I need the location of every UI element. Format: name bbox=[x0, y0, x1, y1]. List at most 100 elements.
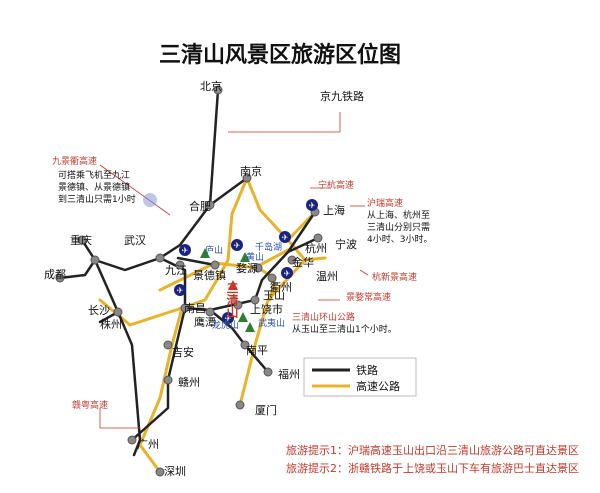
legend: 铁路 高速公路 bbox=[303, 357, 417, 397]
city-label-jingdezhen: 景德镇 bbox=[193, 268, 226, 282]
node-chengdu bbox=[55, 273, 65, 283]
node-nanjing bbox=[242, 173, 252, 183]
annotation-lines bbox=[99, 112, 369, 429]
city-label-quzhou: 衢州 bbox=[270, 281, 292, 294]
huangshan-mountain-icon bbox=[240, 252, 250, 262]
node-fuzhou bbox=[263, 367, 273, 377]
city-label-xiamen: 厦门 bbox=[255, 403, 277, 417]
city-label-chongqing: 重庆 bbox=[70, 233, 92, 247]
note-jiujing-line2: 景德镇、从景德镇 bbox=[58, 181, 130, 193]
note-hurui-line3: 4小时、3小时。 bbox=[367, 233, 432, 245]
node-chongqing bbox=[77, 235, 87, 245]
page-title: 三清山风景区旅游区位图 bbox=[159, 42, 401, 68]
wuyishan-mountain-icon bbox=[245, 322, 255, 332]
svg-text:✈: ✈ bbox=[177, 286, 184, 295]
node-yushan bbox=[250, 295, 260, 305]
city-label-zhuzhou: 株州 bbox=[100, 317, 122, 331]
svg-text:✈: ✈ bbox=[284, 269, 291, 278]
city-label-yushan: 玉山 bbox=[263, 289, 285, 302]
travel-tip-2: 旅游提示2：浙赣铁路于上饶或玉山下车有旅游巴士直达景区 bbox=[286, 461, 579, 475]
city-label-jiujiang: 九江 bbox=[165, 264, 187, 277]
node-quzhou bbox=[267, 273, 277, 283]
city-label-guangzhou: 广州 bbox=[137, 438, 159, 451]
scenic-label-wuyishan: 武夷山 bbox=[258, 317, 285, 329]
city-label-fuzhou: 福州 bbox=[278, 367, 300, 381]
node-hangzhou bbox=[313, 233, 323, 243]
node-ganzhou bbox=[163, 375, 173, 385]
svg-text:✈: ✈ bbox=[182, 246, 189, 255]
haze-mark bbox=[143, 193, 157, 207]
route-label-jiujing: 九景衢高速 bbox=[52, 155, 97, 167]
legend-rail-label: 铁路 bbox=[356, 364, 378, 377]
city-label-shanghai: 上海 bbox=[323, 203, 345, 217]
city-label-ningbo: 宁波 bbox=[335, 237, 357, 251]
node-wuyuan bbox=[253, 263, 263, 273]
city-label-wuyuan: 婺源 bbox=[236, 261, 258, 275]
route-label-ninghang: 宁杭高速 bbox=[318, 179, 354, 191]
highway-network bbox=[98, 176, 327, 474]
airport-icon-wuyuan: ✈ bbox=[231, 239, 243, 251]
svg-text:✈: ✈ bbox=[282, 233, 289, 242]
note-jiujing-line3: 到三清山只需1小时 bbox=[58, 193, 136, 205]
city-label-hangzhou: 杭州 bbox=[305, 241, 327, 255]
scenic-markers bbox=[200, 248, 255, 332]
city-label-wenzhou: 温州 bbox=[316, 270, 338, 283]
node-hefei bbox=[205, 200, 215, 210]
airport-icons: ✈ ✈ ✈ ✈ ✈ ✈ ✈ bbox=[174, 199, 318, 324]
scenic-label-longhushan: 龙虎山 bbox=[212, 319, 239, 331]
node-shenzhen bbox=[155, 467, 165, 477]
scenic-label-qiandaohu: 千岛湖 bbox=[255, 241, 282, 253]
city-label-yingtan: 鹰潭 bbox=[194, 315, 216, 329]
route-label-sanqing-ring: 三清山环山公路 bbox=[292, 311, 355, 323]
longhushan-mountain-icon bbox=[238, 312, 248, 322]
node-yingtan bbox=[205, 307, 215, 317]
sanqingshan-label: 三清山 bbox=[225, 282, 239, 319]
node-wuhan bbox=[155, 253, 165, 263]
city-label-jinhua: 金华 bbox=[292, 255, 314, 269]
node-beijing bbox=[213, 85, 223, 95]
railway-network bbox=[58, 88, 320, 457]
lushan-mountain-icon bbox=[200, 248, 210, 258]
city-label-wuhan: 武汉 bbox=[124, 234, 146, 247]
svg-text:✈: ✈ bbox=[309, 201, 316, 210]
scenic-label-huangshan: 黄山 bbox=[246, 251, 264, 263]
city-label-shenzhen: 深圳 bbox=[164, 465, 186, 478]
route-label-jingjiu: 京九铁路 bbox=[320, 89, 364, 103]
city-label-chengdu: 成都 bbox=[44, 268, 66, 281]
node-nanping bbox=[240, 340, 250, 350]
city-nodes bbox=[55, 85, 323, 477]
airport-icon-hangzhou: ✈ bbox=[279, 231, 291, 243]
node-xiamen bbox=[235, 400, 245, 410]
city-label-beijing: 北京 bbox=[200, 79, 222, 93]
node-jian bbox=[163, 340, 173, 350]
node-jinhua bbox=[287, 255, 297, 265]
route-label-hurui: 沪瑞高速 bbox=[367, 197, 403, 209]
note-ring: 从玉山至三清山1个小时。 bbox=[292, 323, 397, 335]
svg-text:✈: ✈ bbox=[225, 314, 232, 323]
svg-text:✈: ✈ bbox=[234, 241, 241, 250]
node-nanchang bbox=[180, 303, 190, 313]
airport-icon-nanchang: ✈ bbox=[174, 284, 186, 296]
route-label-ganyue: 赣粤高速 bbox=[72, 399, 108, 411]
sanqingshan-mountain-icon bbox=[228, 280, 238, 290]
city-label-ganzhou: 赣州 bbox=[178, 375, 200, 389]
airport-icon-quzhou: ✈ bbox=[281, 267, 293, 279]
city-label-jian: 吉安 bbox=[172, 345, 194, 359]
node-changsha bbox=[90, 255, 100, 265]
travel-tip-1: 旅游提示1：沪瑞高速玉山出口沿三清山旅游公路可直达景区 bbox=[286, 443, 579, 457]
scenic-label-lushan: 庐山 bbox=[205, 244, 223, 256]
city-label-nanchang: 南昌 bbox=[184, 302, 206, 315]
node-jiujiang bbox=[175, 260, 185, 270]
airport-icon-jiujiang: ✈ bbox=[179, 244, 191, 256]
node-guangzhou bbox=[127, 435, 137, 445]
node-shangrao bbox=[233, 300, 243, 310]
city-label-changsha: 长沙 bbox=[88, 304, 110, 317]
note-hurui-line2: 三清山分别只需 bbox=[367, 221, 430, 233]
note-hurui-line1: 从上海、杭州至 bbox=[367, 209, 430, 221]
city-label-shangrao: 上饶市 bbox=[250, 302, 283, 316]
node-jingdezhen bbox=[210, 260, 220, 270]
route-label-jingwuchang: 景婺常高速 bbox=[346, 291, 391, 303]
legend-highway-label: 高速公路 bbox=[356, 379, 400, 393]
